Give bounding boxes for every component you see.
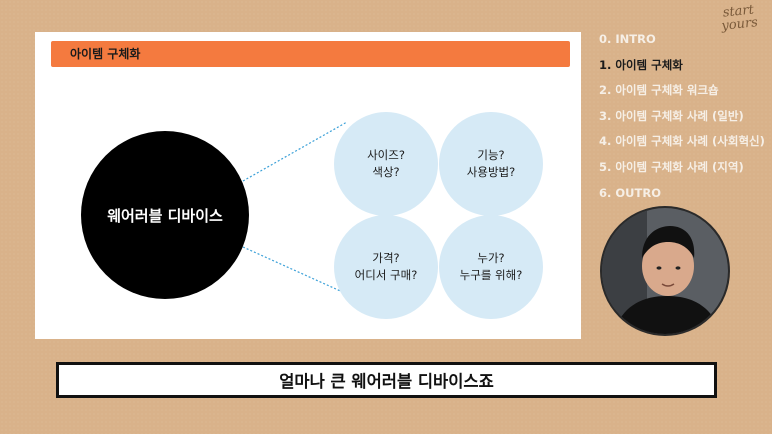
question-line: 사용방법? <box>466 165 516 179</box>
question-bubble-price: 가격? 어디서 구매? <box>334 215 438 319</box>
question-line: 가격? <box>372 251 400 265</box>
subtitle-text: 얼마나 큰 웨어러블 디바이스죠 <box>279 372 494 391</box>
question-bubble-who: 누가? 누구를 위해? <box>439 215 543 319</box>
presenter-avatar <box>602 208 728 334</box>
connector-lines <box>242 121 348 295</box>
question-line: 기능? <box>477 148 505 162</box>
connector-bottom <box>242 246 348 295</box>
toc-item-active: 1. 아이템 구체화 <box>599 57 683 72</box>
question-line: 어디서 구매? <box>354 268 418 282</box>
toc-item-case-social: 4. 아이템 구체화 사례 (사회혁신) <box>599 134 765 149</box>
toc-item-workshop: 2. 아이템 구체화 워크숍 <box>599 83 719 98</box>
subtitle-caption: 얼마나 큰 웨어러블 디바이스죠 <box>56 362 717 398</box>
table-of-contents: 0. INTRO 1. 아이템 구체화 2. 아이템 구체화 워크숍 3. 아이… <box>599 30 771 209</box>
question-bubble-size: 사이즈? 색상? <box>334 112 438 216</box>
question-line: 사이즈? <box>367 148 405 162</box>
toc-item-case-local: 5. 아이템 구체화 사례 (지역) <box>599 159 744 174</box>
toc-item-case-general: 3. 아이템 구체화 사례 (일반) <box>599 108 744 123</box>
main-topic-circle: 웨어러블 디바이스 <box>81 131 249 299</box>
main-topic-label: 웨어러블 디바이스 <box>107 206 223 225</box>
slide-header-bar: 아이템 구체화 <box>51 41 570 67</box>
presentation-slide: 아이템 구체화 웨어러블 디바이스 사이즈? 색상? 기능? 사용방법? 가격?… <box>35 32 581 339</box>
question-bubble-function: 기능? 사용방법? <box>439 112 543 216</box>
question-line: 색상? <box>372 165 400 179</box>
slide-title: 아이템 구체화 <box>70 47 141 61</box>
toc-item-outro: 6. OUTRO <box>599 185 661 200</box>
question-line: 누구를 위해? <box>459 268 523 282</box>
brand-logo: start yours <box>713 2 765 33</box>
toc-item-intro: 0. INTRO <box>599 32 656 46</box>
connector-top <box>242 121 348 182</box>
presenter-webcam <box>600 206 730 336</box>
question-line: 누가? <box>477 251 505 265</box>
